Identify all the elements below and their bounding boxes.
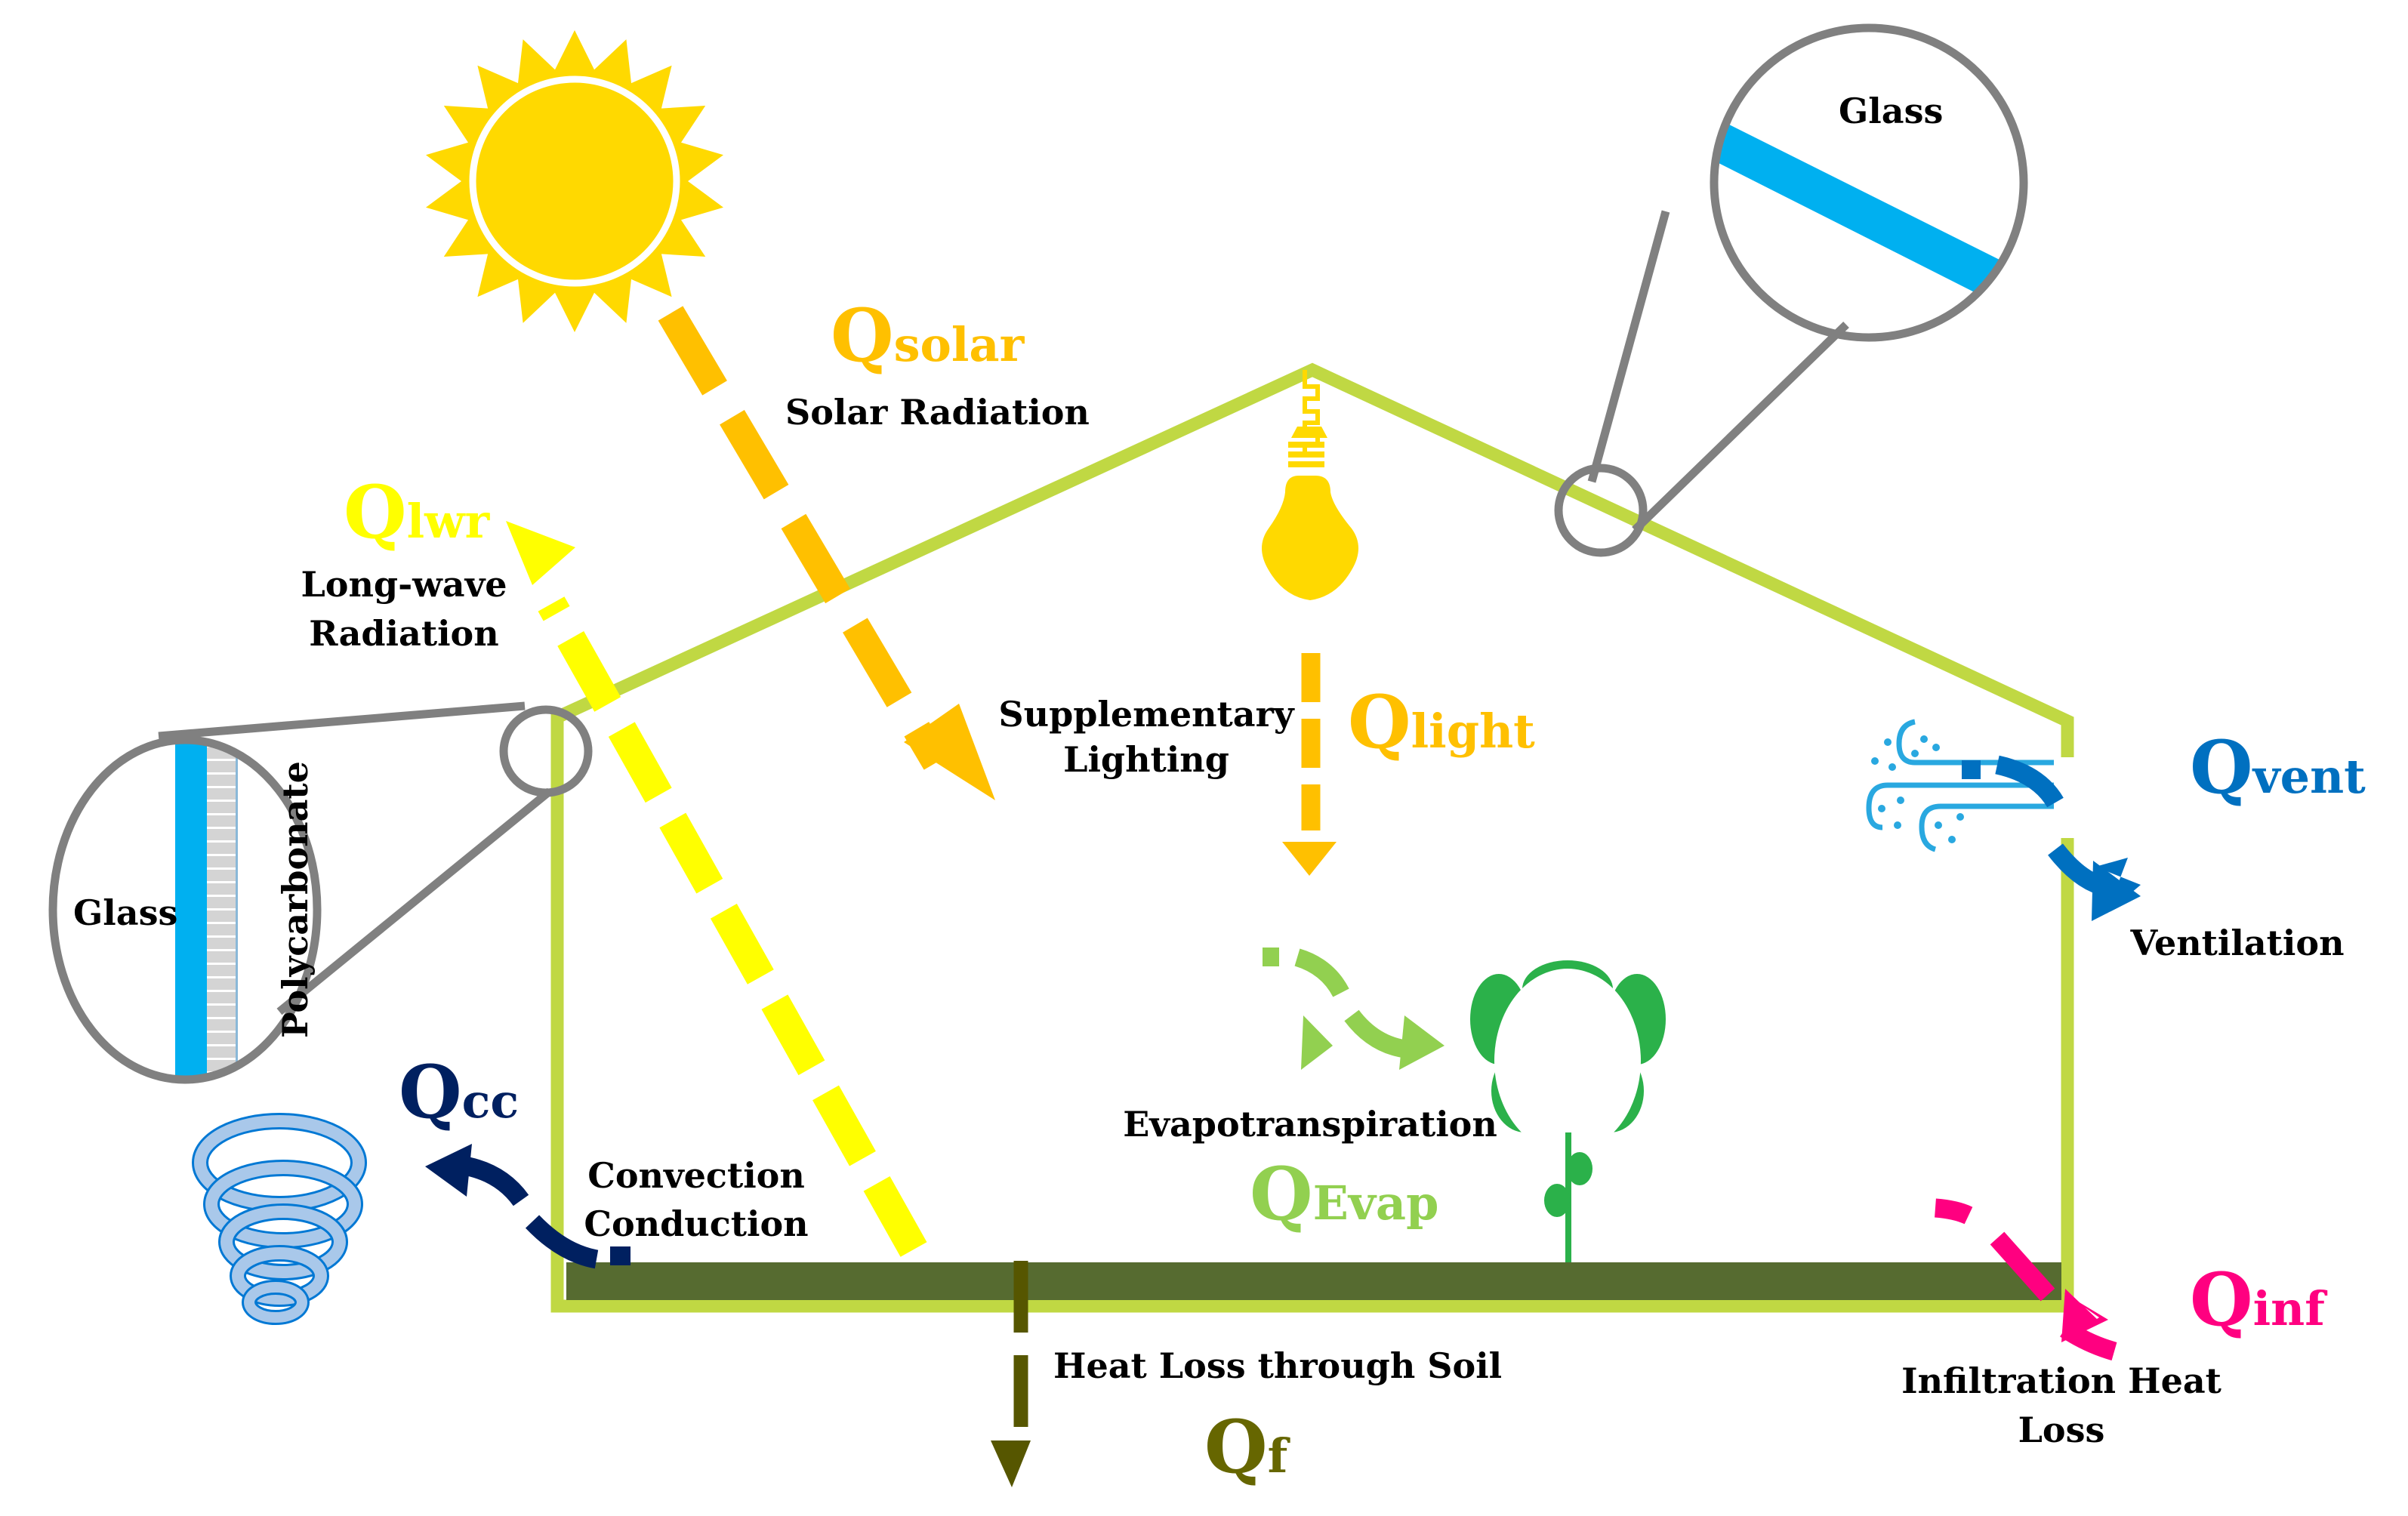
q-light-symbol: Qlight bbox=[1348, 679, 1535, 765]
soil-heat-loss-label: Heat Loss through Soil bbox=[1053, 1345, 1502, 1386]
convection-arrow bbox=[425, 1144, 631, 1269]
q-inf-symbol: Qinf bbox=[2190, 1257, 2327, 1342]
q-f-symbol: Qf bbox=[1204, 1404, 1290, 1490]
soil-heat-loss-arrow bbox=[991, 1261, 1031, 1487]
wall-glass-label: Glass bbox=[73, 892, 177, 933]
q-vent-symbol: Qvent bbox=[2190, 725, 2366, 810]
convection-label-line2: Conduction bbox=[584, 1203, 808, 1244]
greenhouse-right-wall-floor bbox=[550, 717, 2074, 1313]
infiltration-arrow bbox=[1934, 1198, 2117, 1361]
supplementary-label-line1: Supplementary bbox=[998, 694, 1294, 735]
longwave-label-line2: Radiation bbox=[309, 613, 498, 654]
wall-material-magnifier bbox=[48, 701, 593, 1084]
evapotranspiration-label: Evapotranspiration bbox=[1123, 1104, 1497, 1145]
wall-polycarbonate-label: Polycarbonate bbox=[275, 761, 316, 1038]
infiltration-label-line1: Infiltration Heat bbox=[1901, 1360, 2222, 1401]
tornado-icon bbox=[192, 1113, 367, 1325]
q-lwr-symbol: Qlwr bbox=[344, 470, 491, 555]
solar-radiation-arrow bbox=[658, 306, 995, 800]
light-bulb-icon bbox=[1262, 370, 1358, 600]
supplementary-lighting-arrow bbox=[1282, 653, 1337, 876]
plant-icon bbox=[1470, 960, 1666, 1262]
q-evap-symbol: QEvap bbox=[1250, 1151, 1438, 1237]
infiltration-label-line2: Loss bbox=[2018, 1410, 2105, 1450]
solar-radiation-label: Solar Radiation bbox=[785, 392, 1090, 433]
q-cc-symbol: Qcc bbox=[399, 1049, 519, 1135]
ventilation-label: Ventilation bbox=[2129, 923, 2344, 963]
longwave-radiation-arrow bbox=[506, 521, 927, 1257]
wind-icon bbox=[1866, 719, 2054, 852]
convection-label-line1: Convection bbox=[587, 1155, 805, 1196]
longwave-label-line1: Long-wave bbox=[301, 564, 507, 605]
greenhouse-frame bbox=[550, 362, 2074, 1313]
sun-icon bbox=[426, 30, 723, 332]
q-solar-symbol: Qsolar bbox=[831, 293, 1025, 378]
ventilation-arrow bbox=[1962, 755, 2141, 921]
evapotranspiration-arrow bbox=[1263, 948, 1444, 1070]
soil-layer bbox=[566, 1262, 2061, 1300]
roof-glass-magnifier bbox=[1554, 23, 2028, 557]
supplementary-label-line2: Lighting bbox=[1063, 739, 1229, 780]
roof-glass-label: Glass bbox=[1839, 91, 1943, 131]
